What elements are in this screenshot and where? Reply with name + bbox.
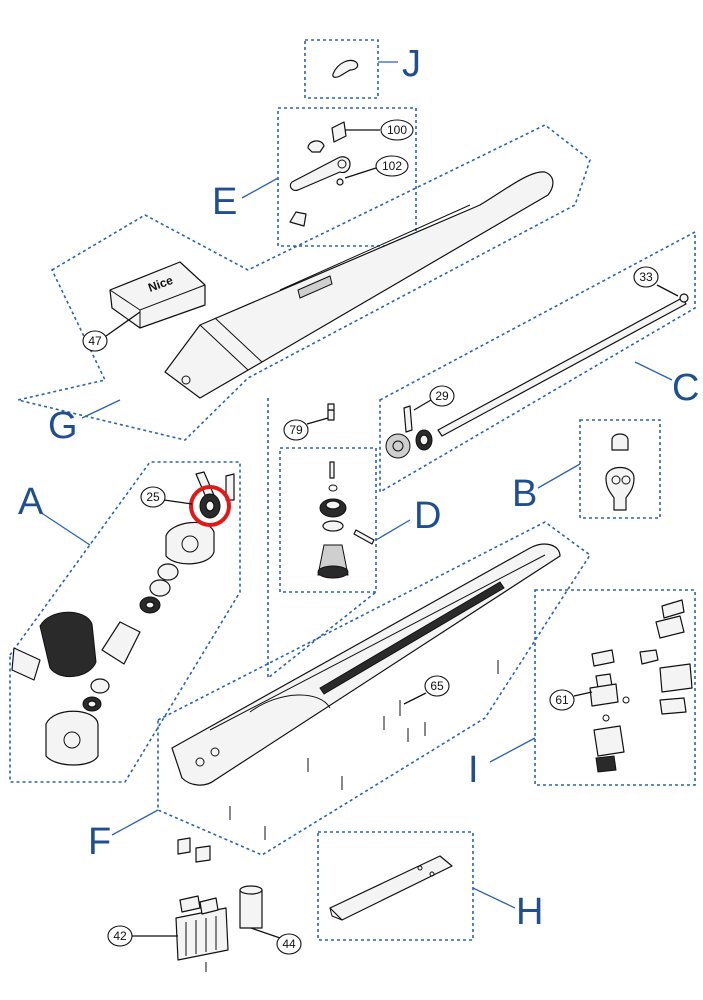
leader-g bbox=[81, 399, 121, 419]
group-c-outline bbox=[379, 230, 696, 494]
group-h-outline bbox=[317, 831, 474, 941]
electronics-parts bbox=[589, 599, 693, 773]
svg-text:44: 44 bbox=[282, 937, 296, 951]
highlighted-gear-25 bbox=[199, 493, 221, 519]
group-d-frame-outline bbox=[267, 398, 377, 680]
callout-65: 65 bbox=[403, 675, 450, 705]
leader-b bbox=[537, 463, 581, 489]
highlight-circle bbox=[189, 485, 231, 527]
group-label-a: A bbox=[18, 481, 44, 523]
group-label-i: I bbox=[468, 749, 479, 791]
leader-f bbox=[111, 809, 159, 836]
svg-text:29: 29 bbox=[435, 389, 449, 403]
svg-text:102: 102 bbox=[382, 159, 402, 173]
leader-c bbox=[634, 361, 673, 381]
group-b-outline bbox=[579, 419, 661, 519]
leader-h bbox=[472, 887, 516, 909]
group-label-c: C bbox=[672, 367, 699, 409]
bushing-part bbox=[415, 429, 433, 451]
group-label-b: B bbox=[512, 473, 537, 515]
drive-shaft-part bbox=[385, 293, 689, 459]
group-label-d: D bbox=[414, 495, 441, 537]
plate-part bbox=[329, 855, 453, 921]
callout-33: 33 bbox=[633, 266, 679, 297]
callout-47: 47 bbox=[82, 311, 141, 352]
svg-text:61: 61 bbox=[555, 693, 569, 707]
callout-102: 102 bbox=[344, 155, 409, 179]
svg-text:33: 33 bbox=[639, 270, 653, 284]
svg-text:47: 47 bbox=[88, 334, 102, 348]
gear-train-part bbox=[317, 403, 375, 579]
group-label-j: J bbox=[402, 43, 421, 85]
leader-i bbox=[489, 737, 536, 763]
group-a-outline bbox=[9, 461, 241, 783]
release-key-part bbox=[605, 433, 635, 511]
key-part bbox=[332, 59, 359, 78]
callout-25: 25 bbox=[140, 486, 193, 508]
group-label-g: G bbox=[48, 405, 78, 447]
group-d-outline bbox=[279, 447, 377, 593]
callout-61: 61 bbox=[549, 689, 593, 711]
leader-a bbox=[39, 511, 91, 546]
group-label-h: H bbox=[516, 891, 543, 933]
svg-text:42: 42 bbox=[113, 929, 127, 943]
svg-text:100: 100 bbox=[387, 123, 407, 137]
terminal-block-part bbox=[175, 837, 229, 972]
callout-79: 79 bbox=[283, 417, 329, 441]
callout-44: 44 bbox=[250, 927, 302, 955]
callout-100: 100 bbox=[345, 119, 414, 141]
logo-cover-part: Nice bbox=[109, 261, 206, 329]
callout-29: 29 bbox=[413, 385, 455, 411]
leader-e bbox=[241, 177, 279, 199]
svg-text:25: 25 bbox=[146, 490, 160, 504]
group-label-e: E bbox=[212, 181, 237, 223]
gear-part bbox=[385, 433, 411, 459]
group-label-f: F bbox=[88, 821, 111, 863]
leader-d bbox=[375, 519, 411, 541]
callout-42: 42 bbox=[107, 925, 178, 947]
group-j-outline bbox=[304, 39, 379, 99]
operator-cover-part bbox=[164, 171, 554, 399]
group-i-outline bbox=[534, 589, 696, 786]
capacitor-part bbox=[239, 885, 263, 929]
svg-text:79: 79 bbox=[289, 423, 303, 437]
base-frame-part bbox=[171, 543, 561, 840]
motor-part bbox=[11, 471, 235, 766]
release-lever-part bbox=[289, 121, 351, 227]
group-f-outline bbox=[157, 521, 592, 856]
svg-text:65: 65 bbox=[430, 679, 444, 693]
